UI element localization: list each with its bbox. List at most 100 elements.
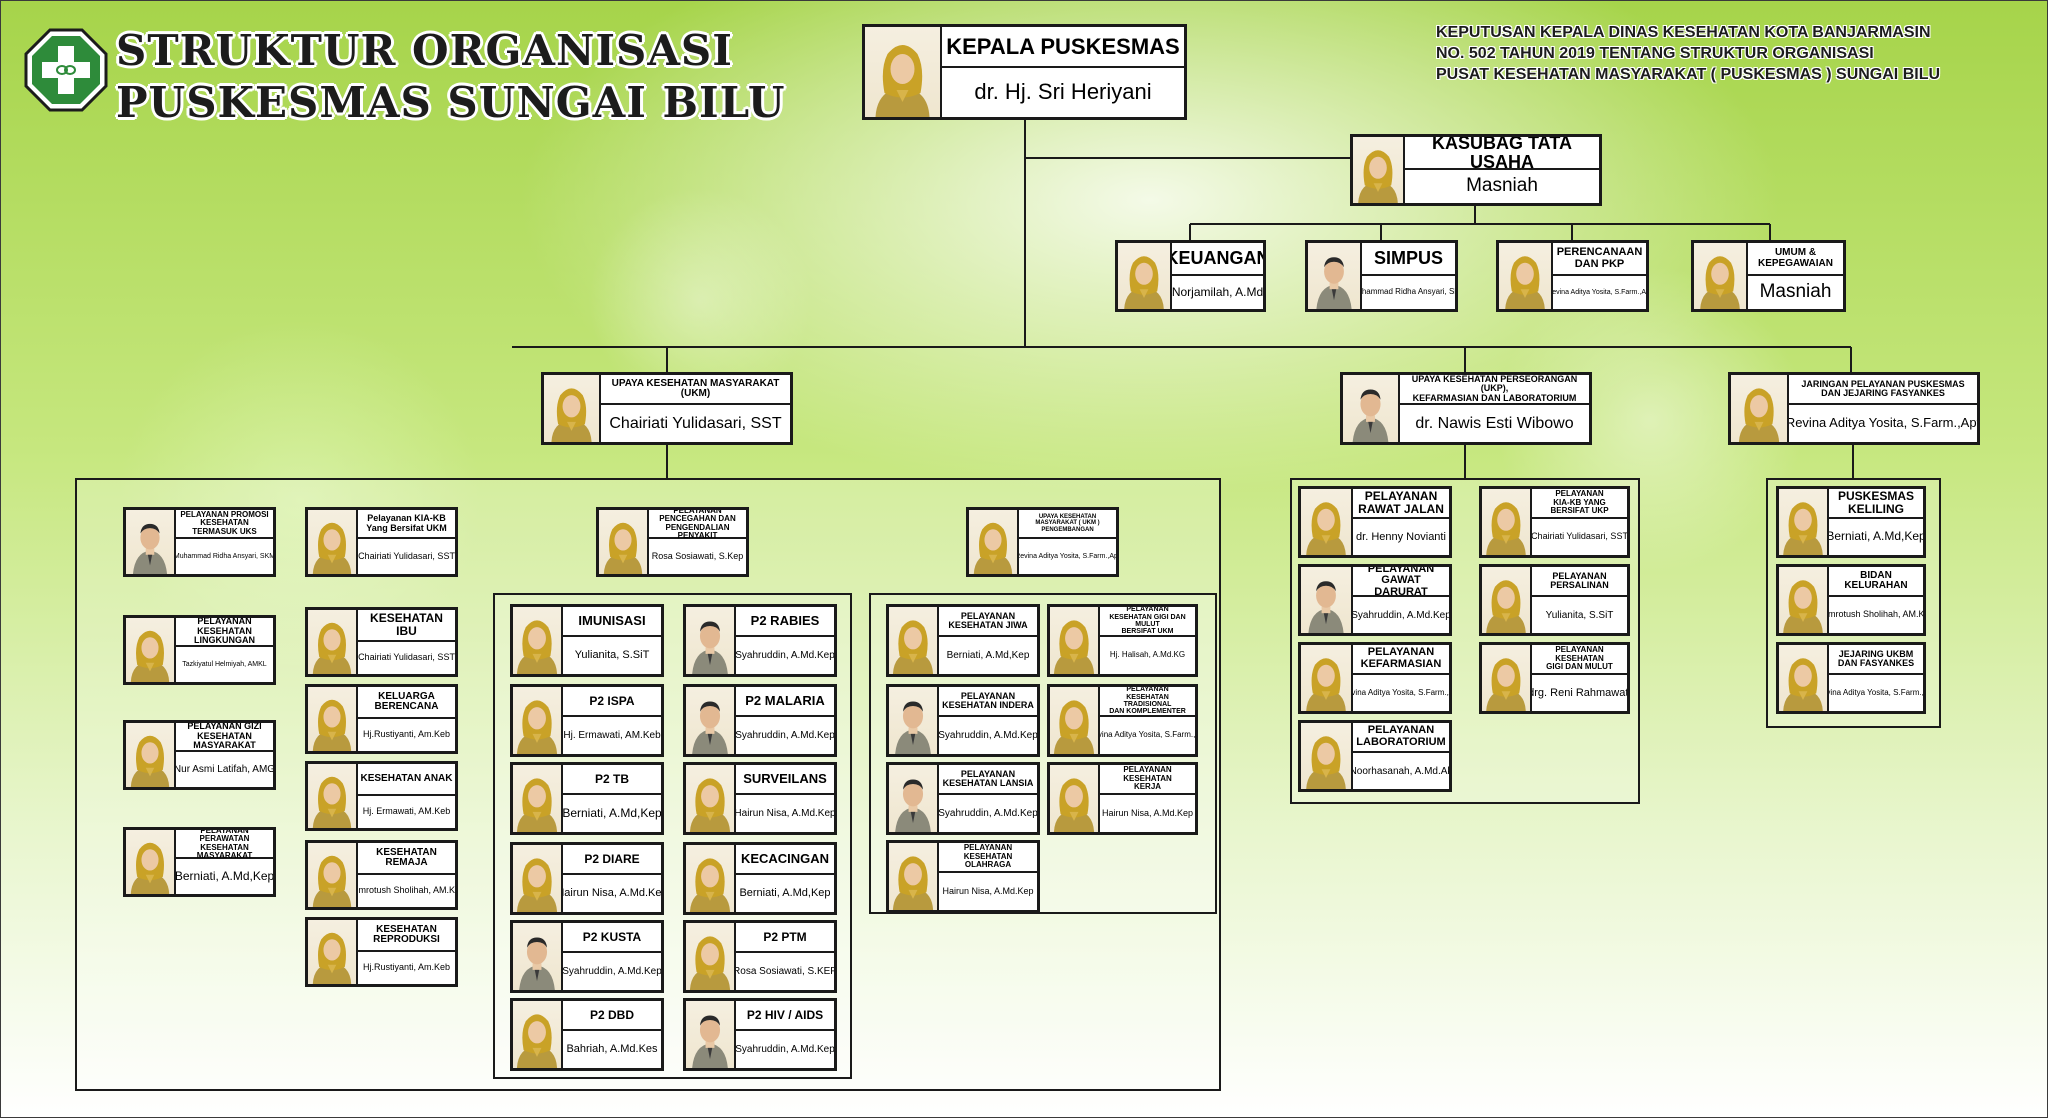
org-card-pelayanan-perawatan-kesehatan-masyarakat: PELAYANAN PERAWATAN KESEHATAN MASYARAKAT… <box>123 827 276 897</box>
position-title: P2 TB <box>563 765 661 795</box>
staff-photo <box>686 1001 736 1068</box>
position-title: PELAYANAN PENCEGAHAN DAN PENGENDALIAN PE… <box>649 510 746 539</box>
staff-photo <box>1779 489 1829 555</box>
staff-name: Syahruddin, A.Md.Kep <box>939 795 1037 832</box>
position-title: PELAYANAN KESEHATAN LINGKUNGAN <box>176 618 273 647</box>
staff-photo <box>513 607 563 674</box>
staff-name: Norjamilah, A.Md <box>1172 276 1263 309</box>
staff-name: Tazkiyatul Helmiyah, AMKL <box>176 647 273 682</box>
position-title: P2 RABIES <box>736 607 834 637</box>
staff-name: Revina Aditya Yosita, S.Farm.,Apt <box>1019 539 1116 574</box>
staff-name: Revina Aditya Yosita, S.Farm.,Apt <box>1100 717 1195 754</box>
staff-name: Masniah <box>1405 170 1599 203</box>
staff-photo <box>126 723 176 787</box>
staff-name: Syahruddin, A.Md.Kep <box>1353 597 1449 633</box>
staff-photo <box>308 764 358 828</box>
staff-photo <box>1050 607 1100 674</box>
staff-name: Syahruddin, A.Md.Kep <box>736 637 834 674</box>
staff-photo <box>889 687 939 754</box>
staff-name: Syahruddin, A.Md.Kep <box>736 717 834 754</box>
staff-photo <box>1301 489 1353 555</box>
position-title: SIMPUS <box>1362 243 1455 276</box>
org-card-pelayanan-kesehatan-jiwa: PELAYANAN KESEHATAN JIWABerniati, A.Md,K… <box>886 604 1040 677</box>
staff-name: Muhammad Ridha Ansyari, SKM <box>1362 276 1455 309</box>
chart-title-line-1: STRUKTUR ORGANISASI <box>116 26 733 75</box>
staff-photo <box>969 510 1019 574</box>
staff-photo <box>889 843 939 910</box>
staff-photo <box>544 375 601 442</box>
org-card-pelayanan-kefarmasian: PELAYANAN KEFARMASIANRevina Aditya Yosit… <box>1298 642 1452 714</box>
staff-name: Hj.Rustiyanti, Am.Keb <box>358 719 455 751</box>
staff-name: Revina Aditya Yosita, S.Farm.,Apt <box>1829 675 1923 711</box>
staff-photo <box>1050 765 1100 832</box>
org-card-simpus: SIMPUSMuhammad Ridha Ansyari, SKM <box>1305 240 1458 312</box>
org-card-upaya-kesehatan-masyarakat-ukm: UPAYA KESEHATAN MASYARAKAT (UKM)Chairiat… <box>541 372 793 445</box>
staff-name: Berniati, A.Md,Kep <box>176 859 273 894</box>
position-title: PELAYANAN KIA-KB YANG BERSIFAT UKP <box>1532 489 1627 519</box>
position-title: KESEHATAN IBU <box>358 610 455 642</box>
position-title: PELAYANAN KESEHATAN GIGI DAN MULUT BERSI… <box>1100 607 1195 637</box>
puskesmas-logo-icon <box>24 28 108 112</box>
staff-photo <box>513 923 563 990</box>
position-title: PELAYANAN LABORATORIUM <box>1353 723 1449 753</box>
staff-photo <box>889 765 939 832</box>
staff-name: Hj. Ermawati, AM.Keb <box>563 717 661 754</box>
position-title: BIDAN KELURAHAN <box>1829 567 1923 597</box>
staff-name: Revina Aditya Yosita, S.Farm.,Apt <box>1789 405 1977 442</box>
decree-line-2: NO. 502 TAHUN 2019 TENTANG STRUKTUR ORGA… <box>1436 45 1874 63</box>
position-title: PELAYANAN KEFARMASIAN <box>1353 645 1449 675</box>
staff-photo <box>126 830 176 894</box>
position-title: PELAYANAN PERSALINAN <box>1532 567 1627 597</box>
staff-name: Noorhasanah, A.Md.Ak <box>1353 753 1449 789</box>
org-card-bidan-kelurahan: BIDAN KELURAHANZumrotush Sholihah, AM.Ke… <box>1776 564 1926 636</box>
staff-photo <box>1779 645 1829 711</box>
org-card-pelayanan-kesehatan-tradisional-dan-komplementer: PELAYANAN KESEHATAN TRADISIONAL DAN KOMP… <box>1047 684 1198 757</box>
position-title: PUSKESMAS KELILING <box>1829 489 1923 519</box>
org-card-pelayanan-laboratorium: PELAYANAN LABORATORIUMNoorhasanah, A.Md.… <box>1298 720 1452 792</box>
org-card-pelayanan-kesehatan-lingkungan: PELAYANAN KESEHATAN LINGKUNGANTazkiyatul… <box>123 615 276 685</box>
staff-photo <box>599 510 649 574</box>
staff-name: Hj. Ermawati, AM.Keb <box>358 796 455 828</box>
staff-name: Syahruddin, A.Md.Kep <box>563 953 661 990</box>
staff-name: Hj. Halisah, A.Md.KG <box>1100 637 1195 674</box>
org-card-umum-kepegawaian: UMUM & KEPEGAWAIANMasniah <box>1691 240 1846 312</box>
org-card-p2-tb: P2 TBBerniati, A.Md,Kep <box>510 762 664 835</box>
position-title: P2 ISPA <box>563 687 661 717</box>
staff-photo <box>1301 567 1353 633</box>
position-title: KEUANGAN <box>1172 243 1263 276</box>
position-title: KESEHATAN REMAJA <box>358 843 455 875</box>
staff-photo <box>308 920 358 984</box>
org-card-surveilans: SURVEILANSHairun Nisa, A.Md.Kep <box>683 762 837 835</box>
staff-photo <box>308 687 358 751</box>
org-card-p2-dbd: P2 DBDBahriah, A.Md.Kes <box>510 998 664 1071</box>
staff-photo <box>1118 243 1172 309</box>
staff-name: Zumrotush Sholihah, AM.Keb <box>1829 597 1923 633</box>
position-title: UPAYA KESEHATAN PERSEORANGAN (UKP), KEFA… <box>1400 375 1589 405</box>
org-card-p2-diare: P2 DIAREHairun Nisa, A.Md.Kep <box>510 842 664 915</box>
position-title: PELAYANAN KESEHATAN LANSIA <box>939 765 1037 795</box>
staff-photo <box>1308 243 1362 309</box>
staff-name: Hairun Nisa, A.Md.Kep <box>736 795 834 832</box>
org-card-kasubag-tata-usaha: KASUBAG TATA USAHAMasniah <box>1350 134 1602 206</box>
position-title: P2 HIV / AIDS <box>736 1001 834 1031</box>
position-title: PELAYANAN KESEHATAN JIWA <box>939 607 1037 637</box>
staff-photo <box>513 687 563 754</box>
position-title: KECACINGAN <box>736 845 834 875</box>
staff-name: Chairiati Yulidasari, SST <box>358 539 455 574</box>
position-title: PELAYANAN PERAWATAN KESEHATAN MASYARAKAT <box>176 830 273 859</box>
position-title: IMUNISASI <box>563 607 661 637</box>
org-card-pelayanan-kia-kb-yang-bersifat-ukm: Pelayanan KIA-KB Yang Bersifat UKMChairi… <box>305 507 458 577</box>
position-title: UPAYA KESEHATAN MASYARAKAT ( UKM ) PENGE… <box>1019 510 1116 539</box>
position-title: P2 DIARE <box>563 845 661 875</box>
staff-name: dr. Hj. Sri Heriyani <box>942 68 1184 117</box>
staff-photo <box>308 610 358 674</box>
position-title: PELAYANAN KESEHATAN KERJA <box>1100 765 1195 795</box>
